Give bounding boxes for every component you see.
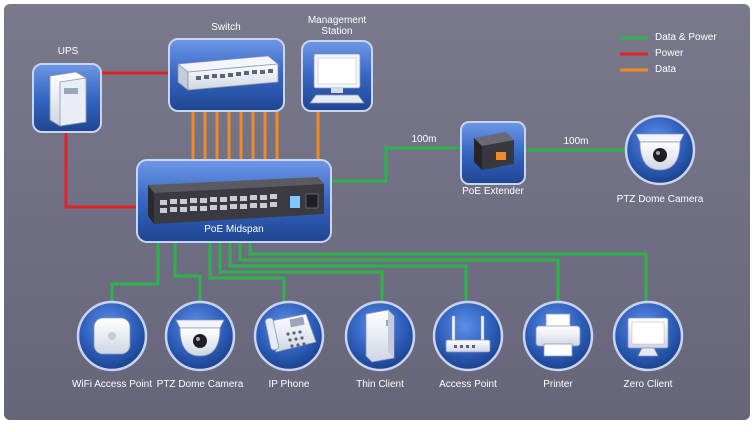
switch-node bbox=[168, 38, 285, 112]
device-label-ip-phone: IP Phone bbox=[268, 379, 310, 390]
device-wifi-access-point bbox=[76, 300, 148, 372]
zero-client-icon bbox=[627, 317, 669, 357]
legend-label-power: Power bbox=[655, 48, 684, 59]
data-links-switch-midspan bbox=[191, 110, 279, 162]
poe-links-midspan-devices bbox=[110, 240, 648, 304]
distance-label-1: 100m bbox=[411, 134, 437, 145]
poe-link-midspan-extender bbox=[330, 146, 463, 183]
poe-midspan-node bbox=[136, 159, 332, 243]
device-label-printer: Printer bbox=[543, 379, 573, 390]
midspan-device-icon bbox=[148, 177, 324, 224]
poe-midspan-label: PoE Midspan bbox=[204, 224, 264, 235]
power-link-ups-midspan bbox=[64, 130, 140, 209]
management-station-label: Management Station bbox=[307, 15, 367, 37]
thin-client-icon bbox=[365, 309, 395, 363]
management-station-node bbox=[301, 40, 373, 112]
wifi-access-point-icon bbox=[93, 317, 131, 355]
ups-icon bbox=[49, 71, 87, 127]
poe-extender-node bbox=[460, 121, 526, 185]
dome-camera-icon bbox=[175, 319, 225, 357]
ptz-dome-camera-remote-label: PTZ Dome Camera bbox=[616, 194, 704, 205]
ip-phone-icon bbox=[264, 313, 317, 353]
monitor-icon bbox=[309, 53, 365, 104]
ptz-dome-camera-remote-node bbox=[624, 114, 696, 186]
legend bbox=[620, 36, 648, 72]
device-printer bbox=[522, 300, 594, 372]
device-label-zero-client: Zero Client bbox=[623, 379, 673, 390]
legend-label-data-power: Data & Power bbox=[655, 32, 717, 43]
device-label-ptz-dome-camera: PTZ Dome Camera bbox=[156, 379, 244, 390]
device-thin-client bbox=[344, 300, 416, 372]
device-access-point bbox=[432, 300, 504, 372]
device-label-wifi-access-point: WiFi Access Point bbox=[71, 379, 153, 390]
ups-node bbox=[32, 63, 102, 133]
device-ip-phone bbox=[253, 300, 325, 372]
switch-label: Switch bbox=[211, 22, 241, 33]
printer-icon bbox=[535, 313, 581, 357]
legend-label-data: Data bbox=[655, 64, 677, 75]
device-ptz-dome-camera bbox=[164, 300, 236, 372]
ups-label: UPS bbox=[57, 46, 79, 57]
poe-extender-label: PoE Extender bbox=[462, 186, 524, 197]
device-label-access-point: Access Point bbox=[439, 379, 497, 390]
switch-icon bbox=[176, 55, 280, 91]
device-label-thin-client: Thin Client bbox=[356, 379, 404, 390]
access-point-icon bbox=[445, 315, 491, 353]
dome-camera-icon bbox=[635, 133, 685, 171]
device-zero-client bbox=[612, 300, 684, 372]
distance-label-2: 100m bbox=[563, 136, 589, 147]
extender-icon bbox=[474, 132, 514, 170]
